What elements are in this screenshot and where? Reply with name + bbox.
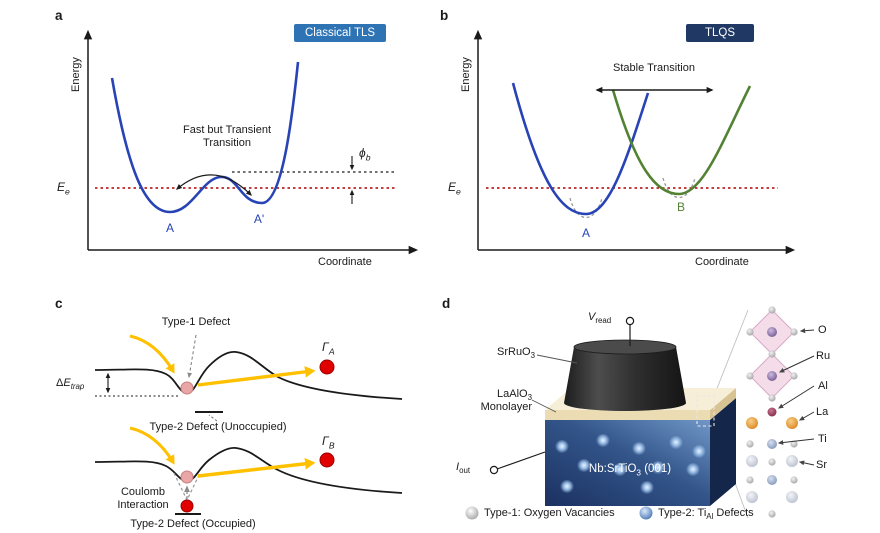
al-atom xyxy=(767,407,777,417)
legend-type2-label: Type-2: TiAl Defects xyxy=(658,507,754,522)
panel-a-energy-axis-label: Energy xyxy=(70,57,82,92)
panel-b-energy-level-label: Ee xyxy=(448,180,461,197)
electrode-pointer xyxy=(536,354,578,364)
inspect-region xyxy=(696,395,715,427)
la-atoms xyxy=(746,417,798,429)
panel-a-energy-level-label: Ee xyxy=(57,180,70,197)
well-a-label: A xyxy=(165,221,175,235)
annotation-line2: Transition xyxy=(203,136,251,149)
transient-transition-annotation: Fast but Transient Transition xyxy=(183,124,271,150)
band-profile-unoccupied xyxy=(94,351,403,400)
well-a-ground-state xyxy=(569,197,603,218)
panel-a-letter: a xyxy=(55,8,63,23)
panel-a-graphics xyxy=(83,29,419,255)
sr-atoms xyxy=(746,455,798,503)
panel-b-graphics xyxy=(473,29,796,255)
panel-c-letter: c xyxy=(55,296,63,311)
o-atoms xyxy=(746,306,798,518)
iout-label: Iout xyxy=(456,461,471,476)
monolayer-label-line1: LaAlO3 xyxy=(497,388,532,403)
ti-atoms xyxy=(767,439,777,485)
trap-depth-label: ΔEtrap xyxy=(56,377,85,392)
type2-unoccupied-pointer xyxy=(208,414,218,422)
o-arrow xyxy=(799,328,815,334)
atom-label-al: Al xyxy=(818,380,828,392)
electrode-body xyxy=(564,347,686,411)
emission-arrow-bottom xyxy=(197,458,316,478)
monolayer-label-line2: Monolayer xyxy=(480,400,532,413)
well-a-prime-label: A' xyxy=(253,212,265,226)
la-arrow xyxy=(798,411,815,421)
gamma-b-label: ΓB xyxy=(322,434,335,451)
atom-label-o: O xyxy=(818,324,827,336)
panel-b-energy-axis-label: Energy xyxy=(460,57,472,92)
ru-arrow xyxy=(778,355,815,373)
monolayer-side xyxy=(710,388,736,420)
monolayer-front xyxy=(545,410,710,420)
legend-type1-marker xyxy=(465,506,479,520)
panel-a-coordinate-axis-label: Coordinate xyxy=(318,256,372,268)
coulomb-line2: Interaction xyxy=(117,498,169,511)
ru-atoms xyxy=(767,327,777,381)
electrode-label: SrRuO3 xyxy=(497,346,536,361)
atom-label-ru: Ru xyxy=(816,350,831,362)
panel-d-letter: d xyxy=(442,296,451,311)
barrier-height-label: ϕb xyxy=(359,146,371,163)
capture-arrow-bottom xyxy=(129,426,175,465)
transient-transition-arrow xyxy=(175,174,252,196)
double-well-curve xyxy=(110,61,300,214)
legend-type2-marker xyxy=(639,506,653,520)
ti-arrow xyxy=(777,438,815,445)
trapped-electron-bottom xyxy=(180,470,194,484)
emission-arrow-top xyxy=(197,366,316,387)
well-a-curve xyxy=(511,82,650,216)
electrode-top xyxy=(573,339,677,355)
sr-arrow xyxy=(798,460,815,466)
well-b-ground-state xyxy=(662,177,696,198)
stable-transition-annotation: Stable Transition xyxy=(613,62,695,74)
atom-label-sr: Sr xyxy=(816,459,827,471)
type2-unoccupied-label: Type-2 Defect (Unoccupied) xyxy=(149,421,287,433)
well-a2-label: A xyxy=(581,226,591,240)
type1-defect-label: Type-1 Defect xyxy=(161,316,231,328)
atom-label-arrows xyxy=(777,328,815,466)
well-b-curve xyxy=(611,85,752,196)
panel-d-graphics xyxy=(465,306,815,520)
tlqs-badge: TLQS xyxy=(686,24,754,42)
gamma-a-label: ΓA xyxy=(322,340,335,357)
capture-arrow-top xyxy=(129,334,175,374)
coulomb-line1: Coulomb xyxy=(120,486,166,498)
atom-label-la: La xyxy=(816,406,829,418)
substrate-front xyxy=(545,420,710,506)
iout-wire xyxy=(496,451,546,470)
annotation-line1: Fast but Transient xyxy=(182,124,272,136)
occupied-type2-electron xyxy=(180,499,194,513)
coulomb-label: Coulomb Interaction xyxy=(117,486,168,512)
monolayer-pointer xyxy=(531,399,557,413)
substrate-side xyxy=(710,398,736,506)
classical-tls-badge: Classical TLS xyxy=(294,24,387,42)
vread-terminal xyxy=(625,316,635,326)
iout-terminal xyxy=(489,465,499,475)
vread-label: Vread xyxy=(588,311,612,326)
free-electron-bottom xyxy=(319,452,335,468)
monolayer-label: LaAlO3 Monolayer xyxy=(446,388,532,414)
panel-b-coordinate-axis-label: Coordinate xyxy=(695,256,749,268)
magnify-line-top xyxy=(713,309,749,397)
substrate-defects xyxy=(555,434,706,495)
well-b-label: B xyxy=(676,200,686,214)
substrate-label: Nb:SrTiO3 (001) xyxy=(588,463,672,478)
trapped-electron-top xyxy=(180,381,194,395)
crystal-structure xyxy=(746,306,798,518)
atom-label-ti: Ti xyxy=(818,433,827,445)
panel-c-graphics xyxy=(94,334,403,515)
legend-type1-label: Type-1: Oxygen Vacancies xyxy=(484,507,615,519)
band-profile-occupied xyxy=(94,447,403,494)
panel-b-letter: b xyxy=(440,8,449,23)
type2-occupied-label: Type-2 Defect (Occupied) xyxy=(130,518,256,530)
type1-pointer xyxy=(187,334,197,379)
free-electron-top xyxy=(319,359,335,375)
al-arrow xyxy=(777,385,815,409)
